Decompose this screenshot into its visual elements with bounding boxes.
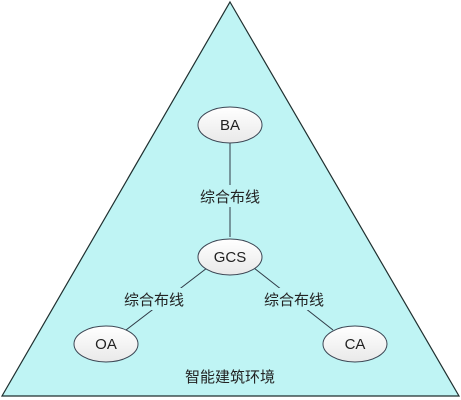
- edge-label-gcs-ca: 综合布线: [264, 291, 324, 309]
- node-ba[interactable]: BA: [197, 106, 263, 144]
- edge-label-bg-ba-gcs: [190, 185, 270, 207]
- edge-label-bg-gcs-ca: [254, 288, 334, 310]
- edge-label-bg-gcs-oa: [114, 288, 194, 310]
- edge-label-gcs-oa: 综合布线: [124, 291, 184, 309]
- node-gcs-label: GCS: [214, 249, 247, 266]
- node-ca-label: CA: [345, 336, 366, 353]
- edge-label-ba-gcs: 综合布线: [200, 188, 260, 206]
- node-oa-label: OA: [95, 336, 117, 353]
- node-gcs[interactable]: GCS: [197, 238, 263, 276]
- node-ba-label: BA: [220, 117, 240, 134]
- node-ca[interactable]: CA: [322, 325, 388, 363]
- environment-label: 智能建筑环境: [185, 368, 275, 386]
- node-oa[interactable]: OA: [73, 325, 139, 363]
